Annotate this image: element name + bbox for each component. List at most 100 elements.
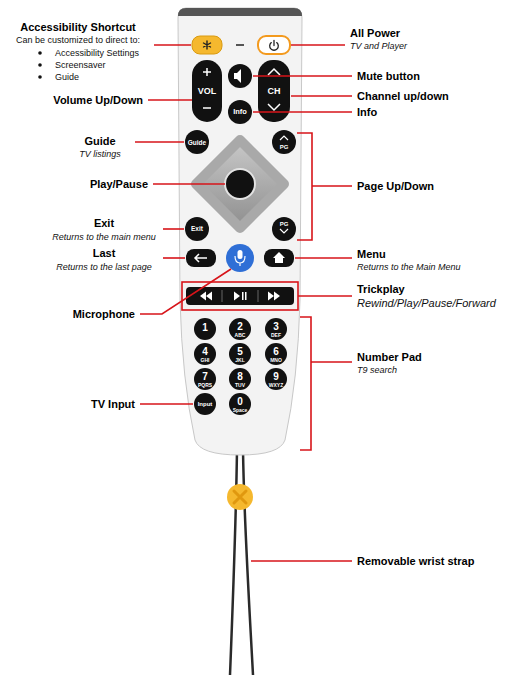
power-icon	[270, 40, 279, 50]
leader-line	[295, 257, 352, 259]
key-letters: PQRS	[198, 382, 212, 387]
home-icon	[273, 252, 285, 263]
leader-line	[291, 44, 345, 46]
chevron-icon	[280, 229, 288, 233]
accessibility-button	[192, 36, 222, 54]
number-key	[194, 368, 216, 390]
callout-label: Play/Pause	[90, 179, 148, 190]
key-digit: 7	[202, 372, 208, 382]
callout-label: Exit	[94, 218, 114, 229]
menu-button	[264, 249, 294, 267]
number-key	[265, 368, 287, 390]
wrist-strap	[227, 450, 253, 675]
last-button	[186, 249, 216, 267]
callout-label: Accessibility Shortcut	[20, 22, 136, 33]
callout-label: Info	[357, 107, 377, 118]
key-digit: 2	[237, 322, 243, 332]
leader-lines	[38, 45, 352, 561]
callout-note: Screensaver	[55, 61, 106, 70]
play-pause-button	[225, 169, 255, 199]
key-letters: TUV	[235, 382, 245, 387]
microphone-icon	[235, 256, 245, 266]
callout-note: Returns to the last page	[56, 263, 152, 272]
info-button	[228, 100, 252, 124]
led	[236, 44, 244, 46]
key-digit: 5	[237, 347, 243, 357]
number-keys	[194, 318, 287, 415]
callout-note: Returns to the main menu	[52, 233, 156, 242]
callout-label: Volume Up/Down	[53, 95, 143, 106]
power-button	[258, 36, 290, 54]
key-letters: JKL	[235, 357, 244, 362]
key-letters: DEF	[271, 332, 281, 337]
remote-body	[178, 8, 302, 455]
input-key	[194, 393, 216, 415]
callout-label: Trickplay	[357, 284, 405, 295]
button-label: Exit	[191, 226, 203, 233]
leader-line	[140, 403, 193, 405]
callout-label: TV Input	[91, 399, 135, 410]
callout-note: TV and Player	[350, 42, 407, 51]
pause-icon	[245, 292, 247, 300]
number-key	[265, 318, 287, 340]
callout-label: Channel up/down	[357, 91, 449, 102]
leader-line	[291, 95, 352, 97]
microphone-button	[226, 244, 254, 272]
leader-line	[148, 99, 192, 101]
strap-cord	[230, 450, 237, 675]
trickplay-bar	[186, 287, 294, 305]
callout-label: Microphone	[73, 309, 135, 320]
leader-line	[253, 75, 352, 77]
speaker-icon	[234, 69, 241, 83]
callout-label: Menu	[357, 249, 386, 260]
callout-label: Number Pad	[357, 352, 422, 363]
play-icon	[234, 292, 240, 301]
leader-line	[154, 44, 191, 46]
remote-housing	[178, 8, 302, 455]
callout-label: Last	[93, 248, 116, 259]
button-label: Guide	[188, 140, 206, 147]
number-key	[194, 343, 216, 365]
key-letters: GHI	[201, 357, 210, 362]
page-down-button	[272, 217, 296, 241]
callout-label: Removable wrist strap	[357, 556, 474, 567]
leader-line	[163, 228, 184, 230]
callout-label: Guide	[84, 136, 115, 147]
back-arrow-icon	[195, 254, 207, 262]
leader-line	[163, 257, 185, 259]
leader-line	[251, 560, 352, 562]
leader-line	[253, 111, 352, 113]
button-label: CH	[268, 87, 281, 96]
callout-label: Mute button	[357, 71, 420, 82]
key-letters: ABC	[235, 332, 246, 337]
chevron-icon	[268, 69, 280, 110]
number-key	[229, 393, 251, 415]
key-digit: 9	[273, 372, 279, 382]
key-digit: 8	[237, 372, 243, 382]
forward-icon	[274, 292, 280, 301]
rewind-icon	[206, 292, 212, 301]
leader-line	[298, 295, 352, 297]
key-digit: 1	[202, 323, 208, 333]
button-label: Info	[233, 108, 247, 116]
bullet	[38, 51, 42, 55]
callout-note: Returns to the Main Menu	[357, 263, 461, 272]
mute-button	[228, 64, 252, 88]
callout-note: Can be customized to direct to:	[16, 36, 140, 45]
callout-note: Rewind/Play/Pause/Forward	[357, 298, 496, 309]
callout-label: All Power	[350, 28, 400, 39]
number-key	[229, 343, 251, 365]
chevron-icon	[280, 136, 288, 140]
leader-line	[140, 269, 231, 314]
callout-note: TV listings	[79, 150, 121, 159]
clip-mark	[234, 491, 246, 503]
button-label: PG	[280, 221, 289, 227]
ir-window	[178, 8, 302, 16]
callout-note: T9 search	[357, 366, 397, 375]
pause-icon	[242, 292, 244, 300]
number-key	[194, 318, 216, 340]
key-digit: 6	[273, 347, 279, 357]
exit-button	[185, 217, 209, 241]
bullet	[38, 75, 42, 79]
key-letters: Space	[233, 407, 248, 412]
